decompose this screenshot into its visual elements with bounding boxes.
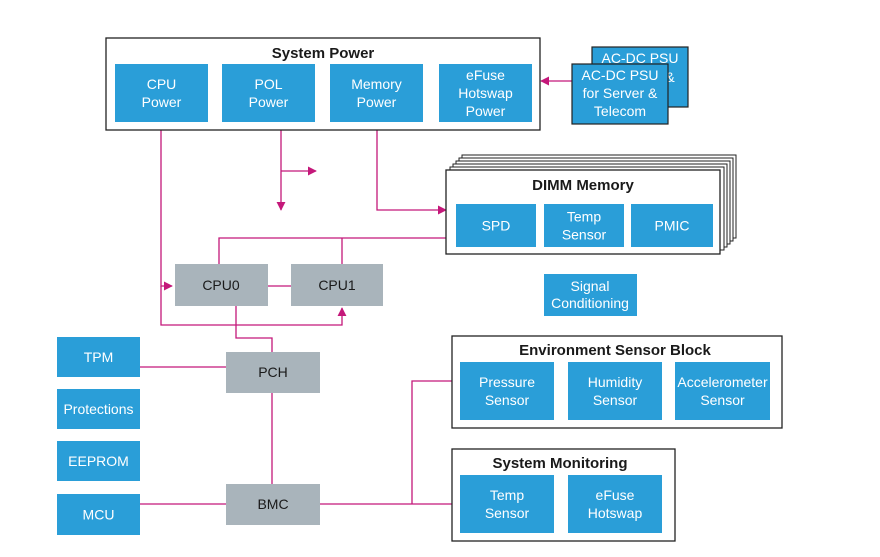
dimm-label-0-0: SPD [482,218,511,234]
environment-sensor-block-1 [568,362,662,420]
dimm-block-2 [631,204,713,247]
system-power-label-1-0: POL [254,76,282,92]
system-monitoring-block-0 [460,475,554,533]
system-power-label-3-1: Hotswap [458,85,513,101]
dimm-block-1 [544,204,624,247]
environment-sensor-label-0-0: Pressure [479,374,535,390]
system-power-block-2 [330,64,423,122]
environment-sensor-label-2-0: Accelerometer [677,374,768,390]
psu-back-label-1: AC-DC PSU [601,50,678,66]
pch-block [226,352,320,393]
system-power-label-0-0: CPU [147,76,177,92]
psu-stack: AC-DC PSU & AC-DC PSU for Server & Telec… [571,46,689,125]
cpu-power-to-cpu1-line [160,286,347,326]
dimm-to-cpus-line [218,237,446,264]
environment-sensor-label-1-0: Humidity [588,374,642,390]
psu-front-label-3: Telecom [594,103,646,119]
cpu-power-to-cpu0-line [160,122,173,291]
left-label-3-0: MCU [83,507,115,523]
signal-conditioning-label-1: Signal [571,278,610,294]
system-power-block-1 [222,64,315,122]
cpu0-label: CPU0 [202,277,240,293]
system-power-block-0 [115,64,208,122]
system-power-group: System Power CPU Power POL Power MemoryPower… [105,37,541,131]
bmc-block [226,484,320,525]
connectors [140,76,572,505]
cpu1-block [291,264,383,306]
dimm-memory-title: DIMM Memory [532,177,634,194]
memory-power-to-dimm-line [376,122,447,215]
left-label-1-0: Protections [63,401,133,417]
left-label-0-0: TPM [84,349,114,365]
dimm-block-0 [456,204,536,247]
system-power-label-2-1: Power [357,94,397,110]
signal-conditioning-block [544,274,637,316]
system-power-label-0-1: Power [142,94,182,110]
cpu0-to-pch-line [235,306,273,352]
bus-to-env-sensor-line [411,380,452,504]
system-monitoring-label-1-0: eFuse [596,487,635,503]
environment-sensor-block-2 [675,362,770,420]
psu-front-block [571,63,669,125]
system-monitoring-label-0-0: Temp [490,487,524,503]
left-block-2 [57,441,140,481]
left-block-3 [57,494,140,535]
system-monitoring-label-1-1: Hotswap [588,505,643,521]
system-power-label-2-0: Memory [351,76,402,92]
bmc-label: BMC [257,496,288,512]
system-monitoring-label-0-1: Sensor [485,505,530,521]
system-power-label-3-2: Power [466,103,506,119]
environment-sensor-title: Environment Sensor Block [519,342,711,359]
system-power-label-1-1: Power [249,94,289,110]
dimm-label-1-0: Temp [567,209,601,225]
left-block-1 [57,389,140,429]
environment-sensor-block-0 [460,362,554,420]
dimm-label-2-0: PMIC [655,218,690,234]
psu-front-label-1: AC-DC PSU [581,67,658,83]
environment-sensor-label-1-1: Sensor [593,392,638,408]
system-monitoring-title: System Monitoring [492,455,627,472]
psu-back-label-2: & [665,69,675,85]
system-power-label-3-0: eFuse [466,67,505,83]
left-label-2-0: EEPROM [68,453,129,469]
environment-sensor-label-2-1: Sensor [700,392,745,408]
pch-label: PCH [258,364,288,380]
cpu0-block [175,264,268,306]
signal-conditioning-label-2: Conditioning [551,295,629,311]
cpu1-label: CPU1 [318,277,356,293]
system-power-title: System Power [272,45,375,62]
environment-sensor-label-0-1: Sensor [485,392,530,408]
left-block-0 [57,337,140,377]
dimm-label-1-1: Sensor [562,227,607,243]
psu-front-label-2: for Server & [583,85,658,101]
system-power-block-3 [439,64,532,122]
system-monitoring-block-1 [568,475,662,533]
